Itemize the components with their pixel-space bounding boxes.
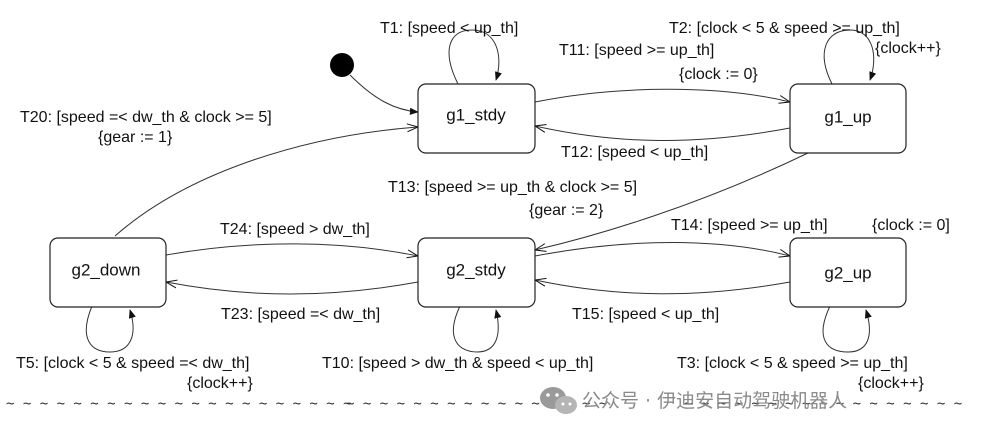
self-loop-g1-stdy [448, 29, 502, 85]
label-t10: T10: [speed > dw_th & speed < up_th] [322, 355, 593, 372]
state-label: g2_down [71, 260, 140, 279]
label-t12: T12: [speed < up_th] [561, 144, 708, 161]
label-t2-action: {clock++} [875, 40, 941, 57]
watermark: 公众号 · 伊迪安自动驾驶机器人 [540, 387, 847, 414]
label-t14: T14: [speed >= up_th] [671, 217, 828, 234]
label-t1: T1: [speed < up_th] [380, 20, 518, 37]
label-t23: T23: [speed =< dw_th] [221, 306, 380, 323]
self-loop-g2-stdy [453, 305, 502, 353]
label-t5: T5: [clock < 5 & speed =< dw_th] [16, 355, 249, 372]
edge-g1-up-to-g1-stdy [535, 126, 791, 141]
edge-g2-down-to-g2-stdy [165, 243, 418, 256]
state-g1-up: g1_up [789, 83, 907, 154]
state-g2-stdy: g2_stdy [417, 237, 536, 308]
edge-g1-stdy-to-g1-up [534, 88, 790, 102]
label-t14-action: {clock := 0] [872, 217, 950, 234]
self-loop-g2-up [822, 305, 872, 353]
label-t2: T2: [clock < 5 & speed >= up_th] [669, 20, 900, 37]
state-label: g1_stdy [446, 105, 506, 124]
initial-transition-arrow [349, 74, 419, 115]
squiggle-separator-right: ~ ~ ~ ~ ~ ~ ~ ~ ~ ~ ~ ~ ~ ~ ~ ~ ~ [684, 396, 962, 412]
state-label: g2_stdy [446, 260, 506, 279]
label-t13-action: {gear := 2} [529, 202, 604, 219]
edge-g2-stdy-to-g2-down [166, 282, 419, 295]
edge-g2-up-to-g2-stdy [535, 280, 791, 295]
state-label: g1_up [824, 107, 871, 126]
watermark-text: 公众号 · 伊迪安自动驾驶机器人 [582, 390, 847, 412]
self-loop-g1-up [823, 29, 877, 85]
label-t3-action: {clock++} [858, 375, 924, 392]
state-label: g2_up [824, 263, 871, 282]
self-loop-g2-down [85, 305, 136, 353]
label-t3: T3: [clock < 5 & speed >= up_th] [677, 355, 908, 372]
state-g2-down: g2_down [49, 237, 167, 308]
state-g1-stdy: g1_stdy [417, 83, 536, 154]
label-t13: T13: [speed >= up_th & clock >= 5] [388, 179, 637, 196]
edge-g2-stdy-to-g2-up [534, 242, 790, 257]
label-t24: T24: [speed > dw_th] [220, 221, 370, 238]
state-g2-up: g2_up [789, 237, 907, 308]
label-t11-action: {clock := 0} [679, 66, 758, 83]
wechat-icon [540, 387, 577, 414]
label-t5-action: {clock++} [187, 375, 253, 392]
edge-g1-up-to-g2-stdy [535, 152, 809, 250]
label-t20-action: {gear := 1} [98, 129, 173, 146]
label-t15: T15: [speed < up_th] [572, 306, 719, 323]
squiggle-separator-left: ~ ~ ~ ~ ~ ~ ~ ~ ~ ~ ~ ~ ~ ~ ~ ~ ~ ~ ~ ~ … [6, 396, 352, 412]
initial-state-dot [330, 53, 354, 77]
edge-g2-down-to-g1-stdy [114, 127, 418, 237]
label-t11: T11: [speed >= up_th] [559, 42, 714, 59]
label-t20: T20: [speed =< dw_th & clock >= 5] [20, 109, 272, 126]
